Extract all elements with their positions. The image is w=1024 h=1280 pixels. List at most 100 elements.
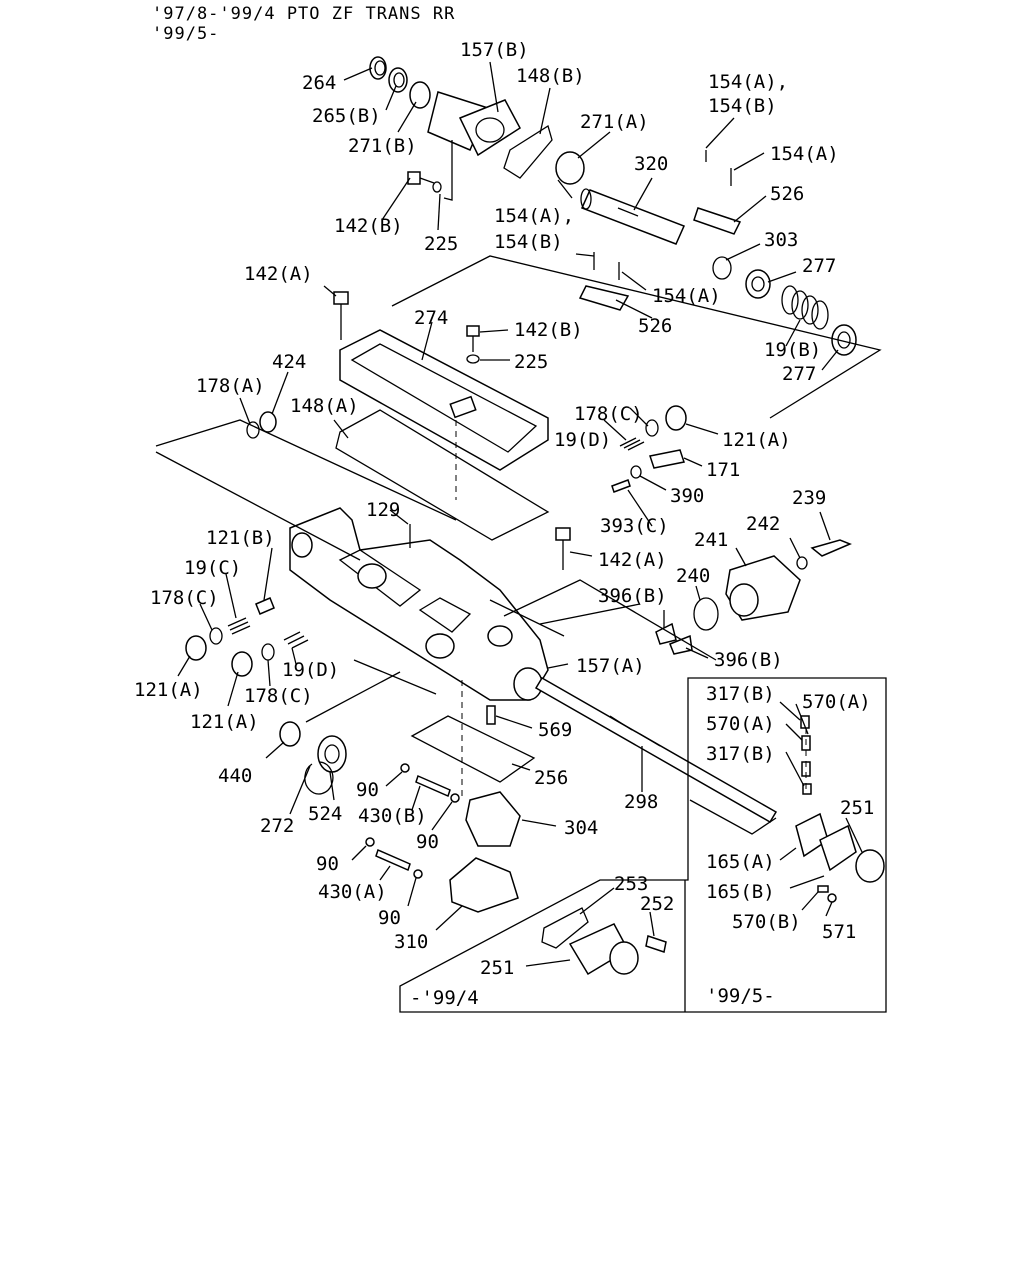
seal-264 — [369, 56, 387, 80]
pin-121b — [255, 597, 275, 615]
lever-165b — [819, 824, 857, 872]
inset-frame — [399, 677, 887, 1013]
callout-19c: 19(C) — [184, 557, 241, 579]
callout-178c-left: 178(C) — [150, 587, 219, 609]
bolt-142b-mid — [466, 325, 480, 364]
bushing-271a — [555, 151, 585, 199]
callout-310: 310 — [394, 931, 428, 953]
callout-570a-a: 570(A) — [802, 691, 871, 713]
callout-178a: 178(A) — [196, 375, 265, 397]
callout-121a-low: 121(A) — [190, 711, 259, 733]
inset-label-new: '99/5- — [706, 985, 775, 1007]
callout-154a-right: 154(A) — [770, 143, 839, 165]
callout-571: 571 — [822, 921, 856, 943]
callout-253: 253 — [614, 873, 648, 895]
washer-242 — [796, 556, 808, 570]
seal-524 — [317, 735, 347, 773]
callout-526-mid: 526 — [638, 315, 672, 337]
callout-396b-top: 396(B) — [598, 585, 667, 607]
callout-569: 569 — [538, 719, 572, 741]
callout-142b-mid: 142(B) — [514, 319, 583, 341]
pin-571 — [827, 893, 837, 903]
callout-251-new: 251 — [840, 797, 874, 819]
pin-396b-b — [669, 634, 693, 655]
spring-19c — [227, 617, 251, 635]
tube-320 — [580, 188, 686, 245]
callout-241: 241 — [694, 529, 728, 551]
pin-569 — [486, 705, 496, 725]
pin-430a — [375, 848, 411, 872]
ball-90-d — [413, 869, 423, 879]
spring-19d-left — [283, 631, 309, 649]
plug-440 — [279, 721, 301, 747]
pin-396b-a — [655, 622, 677, 645]
pin-570b — [817, 885, 829, 893]
callout-277-top: 277 — [802, 255, 836, 277]
plug-424 — [259, 411, 277, 433]
ring-178c-low — [261, 643, 275, 661]
plate-526-top — [693, 150, 742, 235]
callout-320: 320 — [634, 153, 668, 175]
callout-304: 304 — [564, 817, 598, 839]
callout-271a: 271(A) — [580, 111, 649, 133]
callout-570a-b: 570(A) — [706, 713, 775, 735]
callout-430b: 430(B) — [358, 805, 427, 827]
callout-labels: 264 265(B) 271(B) 157(B) 148(B) 271(A) 1… — [134, 39, 874, 1009]
header-date-line: '99/5- — [152, 24, 220, 44]
callout-129: 129 — [366, 499, 400, 521]
callout-240: 240 — [676, 565, 710, 587]
callout-165a: 165(A) — [706, 851, 775, 873]
callout-165b: 165(B) — [706, 881, 775, 903]
callout-154a-low: 154(A) — [652, 285, 721, 307]
callout-396b-bottom: 396(B) — [714, 649, 783, 671]
seal-265b — [388, 67, 408, 93]
plate-526-mid — [578, 252, 630, 311]
callout-524: 524 — [308, 803, 342, 825]
callout-390: 390 — [670, 485, 704, 507]
ball-90-a — [400, 763, 410, 773]
callout-157b: 157(B) — [460, 39, 529, 61]
callout-424: 424 — [272, 351, 306, 373]
ring-178c-top — [645, 419, 659, 437]
callout-272: 272 — [260, 815, 294, 837]
callout-148b: 148(B) — [516, 65, 585, 87]
callout-171: 171 — [706, 459, 740, 481]
washer-277-top — [745, 269, 771, 299]
callout-154a-mid: 154(A), — [494, 205, 574, 227]
main-housing — [289, 507, 549, 701]
ball-90-c — [365, 837, 375, 847]
gasket-256 — [410, 715, 536, 783]
callout-154b-top: 154(B) — [708, 95, 777, 117]
callout-19d-low: 19(D) — [282, 659, 339, 681]
ball-90-b — [450, 793, 460, 803]
cover-251-old — [568, 923, 639, 976]
gasket-148a — [335, 409, 550, 541]
gasket-253 — [541, 907, 589, 949]
callout-264: 264 — [302, 72, 336, 94]
spring-19d-top — [619, 437, 645, 451]
cover-251-new — [855, 849, 885, 883]
callout-242: 242 — [746, 513, 780, 535]
callout-178c-top: 178(C) — [574, 403, 643, 425]
callout-121b: 121(B) — [206, 527, 275, 549]
spring-19b — [781, 285, 829, 330]
callout-121a-left: 121(A) — [134, 679, 203, 701]
ring-303 — [712, 256, 732, 280]
callout-142b-top: 142(B) — [334, 215, 403, 237]
oring-240 — [693, 597, 719, 631]
callout-154a-top: 154(A), — [708, 71, 788, 93]
callout-19b: 19(B) — [764, 339, 821, 361]
callout-178c-low: 178(C) — [244, 685, 313, 707]
callout-277-bottom: 277 — [782, 363, 816, 385]
switch-171 — [649, 449, 685, 469]
plug-121a-low — [231, 651, 253, 677]
callout-317b-a: 317(B) — [706, 683, 775, 705]
callout-303: 303 — [764, 229, 798, 251]
callout-142a-mid: 142(A) — [598, 549, 667, 571]
assembly-guides — [155, 140, 882, 835]
callout-440: 440 — [218, 765, 252, 787]
callout-148a: 148(A) — [290, 395, 359, 417]
callout-274: 274 — [414, 307, 448, 329]
callout-298: 298 — [624, 791, 658, 813]
